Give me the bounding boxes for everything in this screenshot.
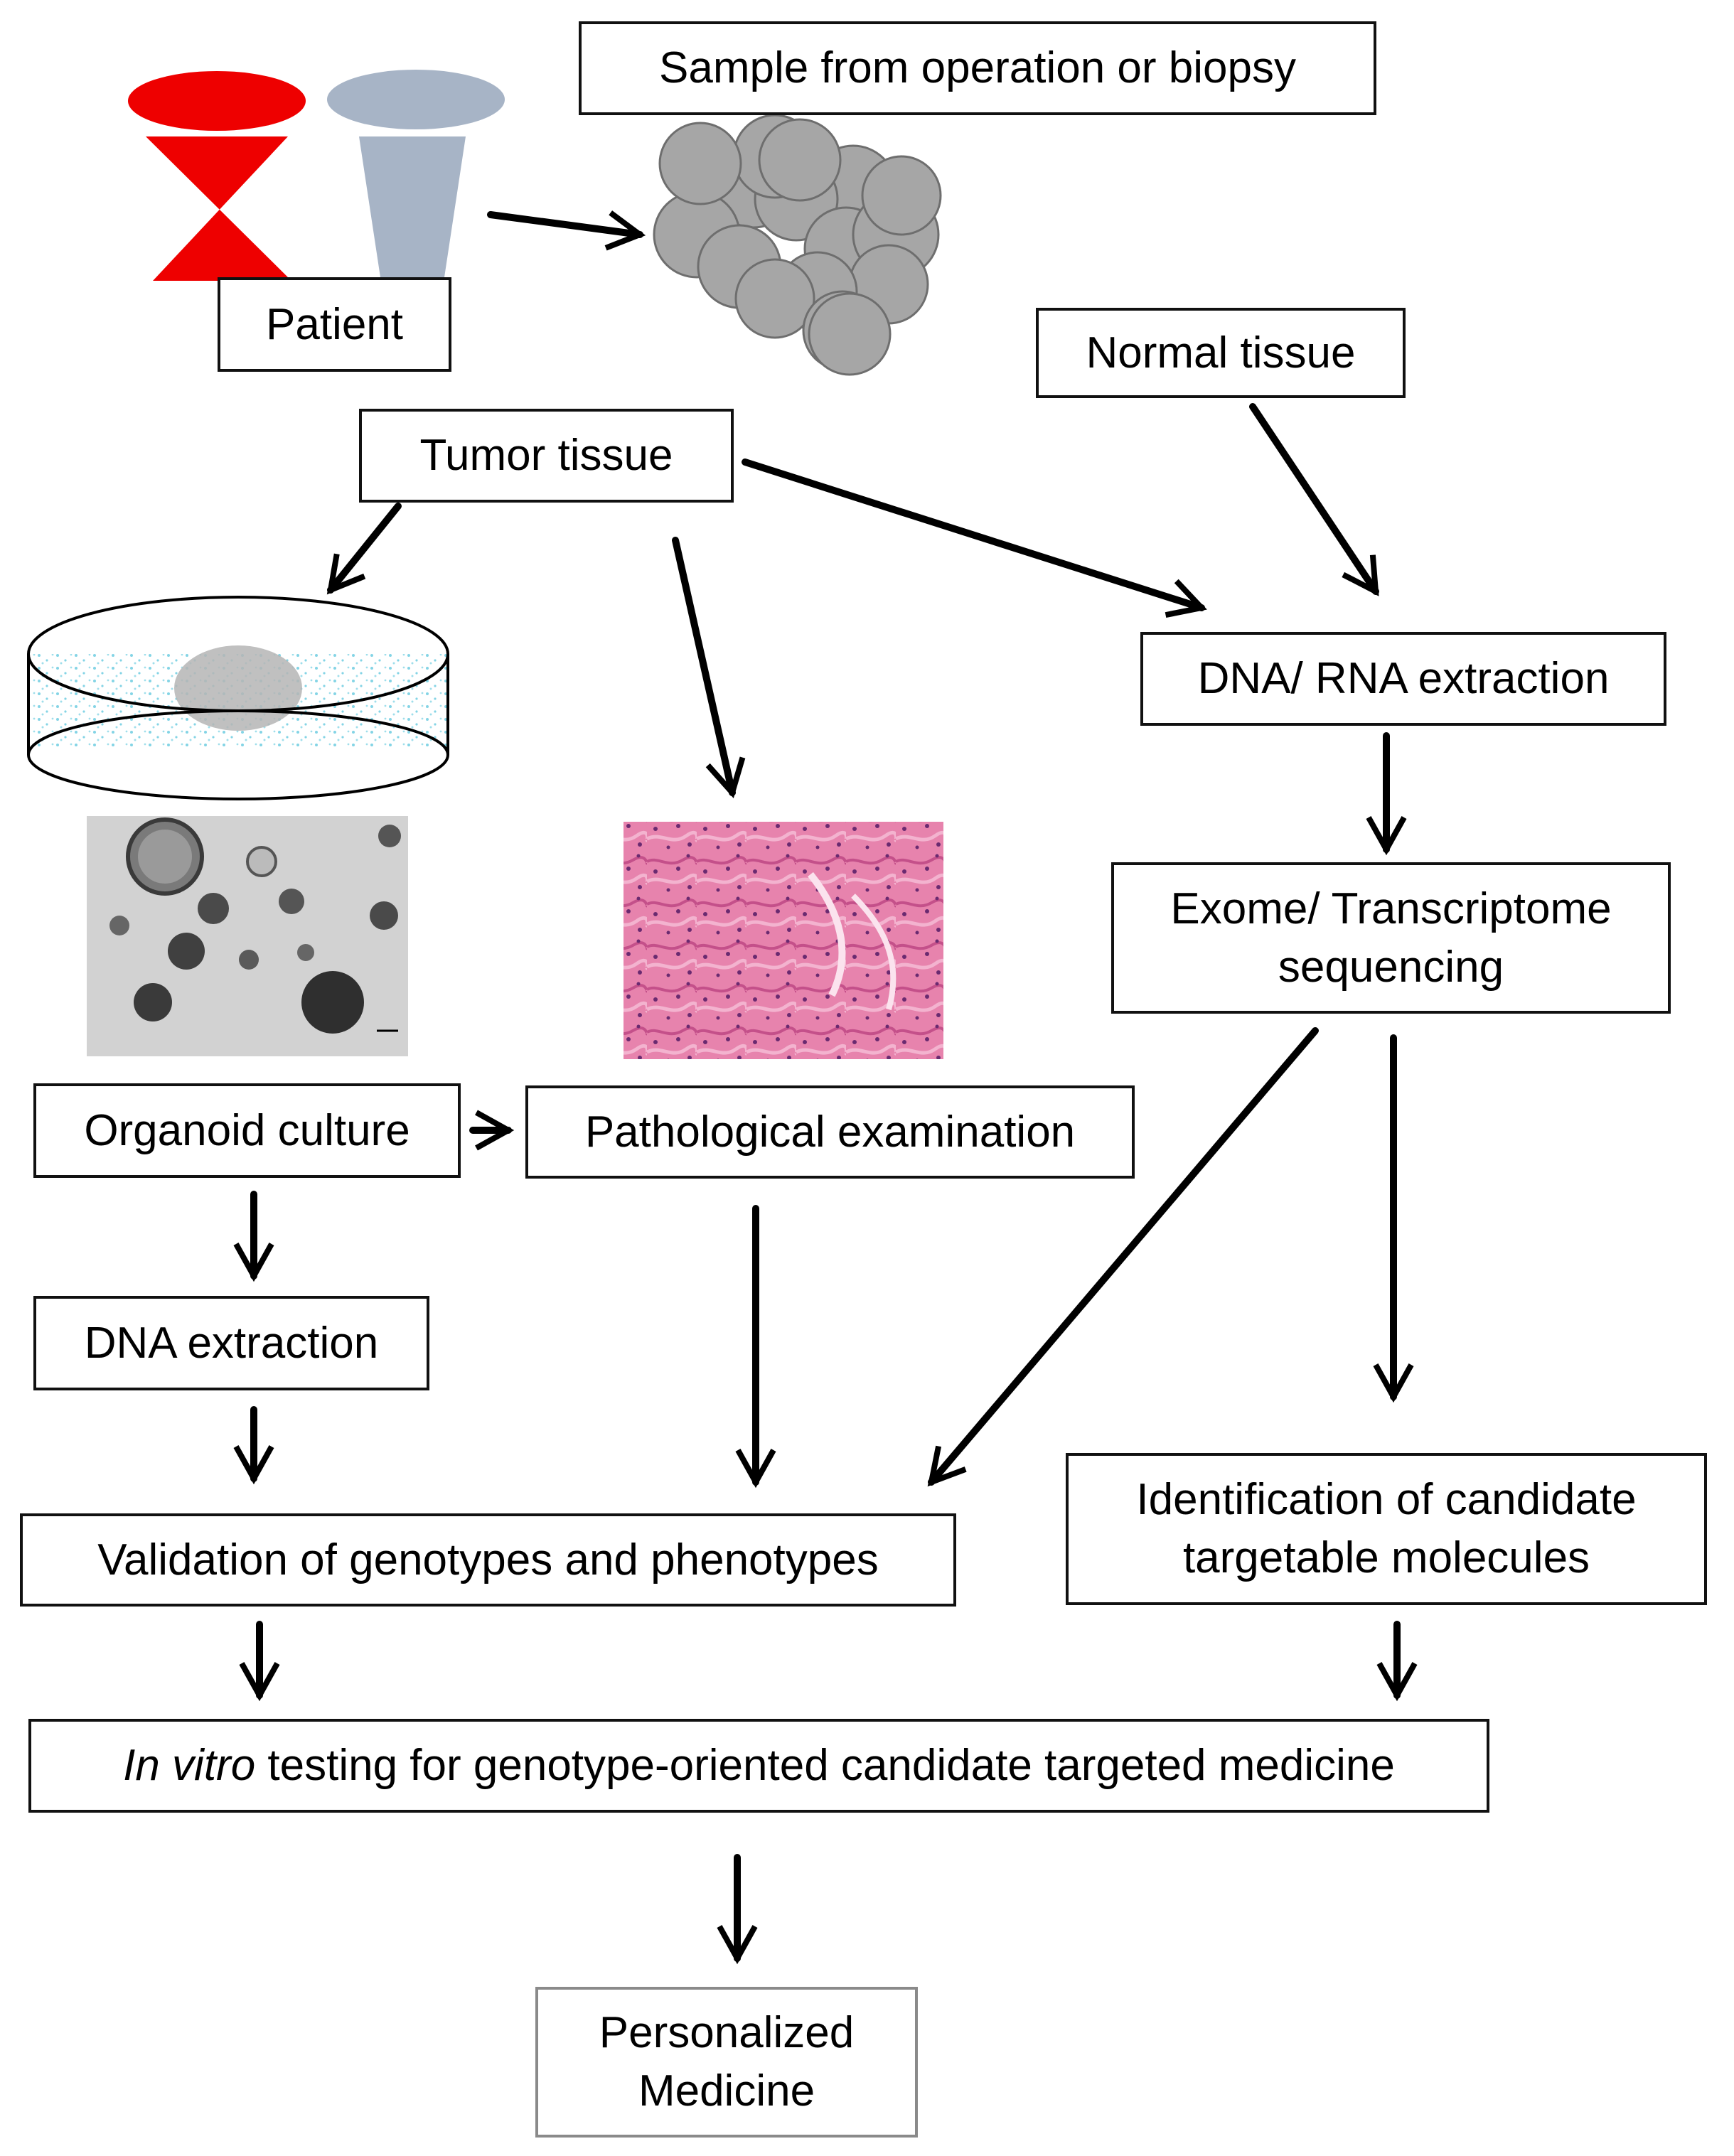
- pathological-examination-label: Pathological examination: [584, 1107, 1076, 1157]
- sample-label: Sample from operation or biopsy: [658, 43, 1296, 93]
- pathological-examination-box: Pathological examination: [525, 1085, 1135, 1179]
- organoid-culture-label: Organoid culture: [84, 1105, 410, 1155]
- validation-box: Validation of genotypes and phenotypes: [20, 1513, 956, 1607]
- arrow-exome-to-validation: [927, 1027, 1319, 1487]
- patient-box: Patient: [218, 277, 451, 372]
- exome-sequencing-text: Exome/ Transcriptome sequencing: [1170, 880, 1611, 997]
- personalized-medicine-text: Personalized Medicine: [599, 2004, 854, 2120]
- personalized-label-line2: Medicine: [638, 2066, 815, 2115]
- flow-arrows: [233, 210, 1418, 1965]
- patient-label: Patient: [265, 299, 404, 349]
- he-stain-micrograph: [624, 822, 943, 1059]
- normal-tissue-box: Normal tissue: [1036, 308, 1406, 398]
- patient-figure-right-body: [359, 136, 466, 277]
- dna-rna-extraction-box: DNA/ RNA extraction: [1140, 632, 1666, 726]
- in-vitro-testing-text: In vitro testing for genotype-oriented c…: [123, 1737, 1395, 1795]
- arrow-normal-to-dna-rna: [1249, 403, 1379, 596]
- dna-rna-extraction-label: DNA/ RNA extraction: [1197, 654, 1610, 704]
- identification-label-line1: Identification of candidate: [1136, 1475, 1637, 1525]
- dna-extraction-box: DNA extraction: [33, 1296, 429, 1390]
- organoid-culture-box: Organoid culture: [33, 1083, 461, 1178]
- exome-label-line1: Exome/ Transcriptome: [1170, 884, 1612, 933]
- identification-text: Identification of candidate targetable m…: [1136, 1471, 1636, 1587]
- patient-figure-left-body: [146, 136, 291, 281]
- arrow-patient-to-sample: [487, 210, 646, 251]
- personalized-medicine-box: Personalized Medicine: [535, 1987, 918, 2138]
- dna-extraction-label: DNA extraction: [84, 1318, 379, 1368]
- in-vitro-italic-label: In vitro: [123, 1741, 256, 1791]
- tumor-tissue-label: Tumor tissue: [419, 431, 673, 481]
- sample-box: Sample from operation or biopsy: [579, 21, 1376, 115]
- exome-sequencing-box: Exome/ Transcriptome sequencing: [1111, 862, 1671, 1014]
- arrow-tumor-to-dish: [326, 503, 402, 595]
- organoid-micrograph: [87, 816, 408, 1056]
- tumor-tissue-box: Tumor tissue: [359, 409, 734, 503]
- patient-figure-right-head: [327, 70, 505, 129]
- patient-figure-left-head: [128, 71, 306, 131]
- normal-tissue-label: Normal tissue: [1086, 328, 1356, 377]
- in-vitro-rest-label: testing for genotype-oriented candidate …: [255, 1741, 1395, 1791]
- cell-cluster-icon: [653, 114, 942, 376]
- validation-label: Validation of genotypes and phenotypes: [97, 1535, 879, 1584]
- arrow-tumor-to-pathology: [672, 537, 746, 799]
- person-pair-icon: [128, 70, 505, 281]
- arrow-tumor-to-dna-rna: [742, 458, 1207, 618]
- identification-box: Identification of candidate targetable m…: [1066, 1453, 1707, 1605]
- in-vitro-testing-box: In vitro testing for genotype-oriented c…: [28, 1719, 1489, 1813]
- personalized-label-line1: Personalized: [599, 2008, 855, 2058]
- petri-dish-icon: [27, 596, 449, 800]
- identification-label-line2: targetable molecules: [1182, 1533, 1590, 1582]
- exome-label-line2: sequencing: [1278, 942, 1504, 992]
